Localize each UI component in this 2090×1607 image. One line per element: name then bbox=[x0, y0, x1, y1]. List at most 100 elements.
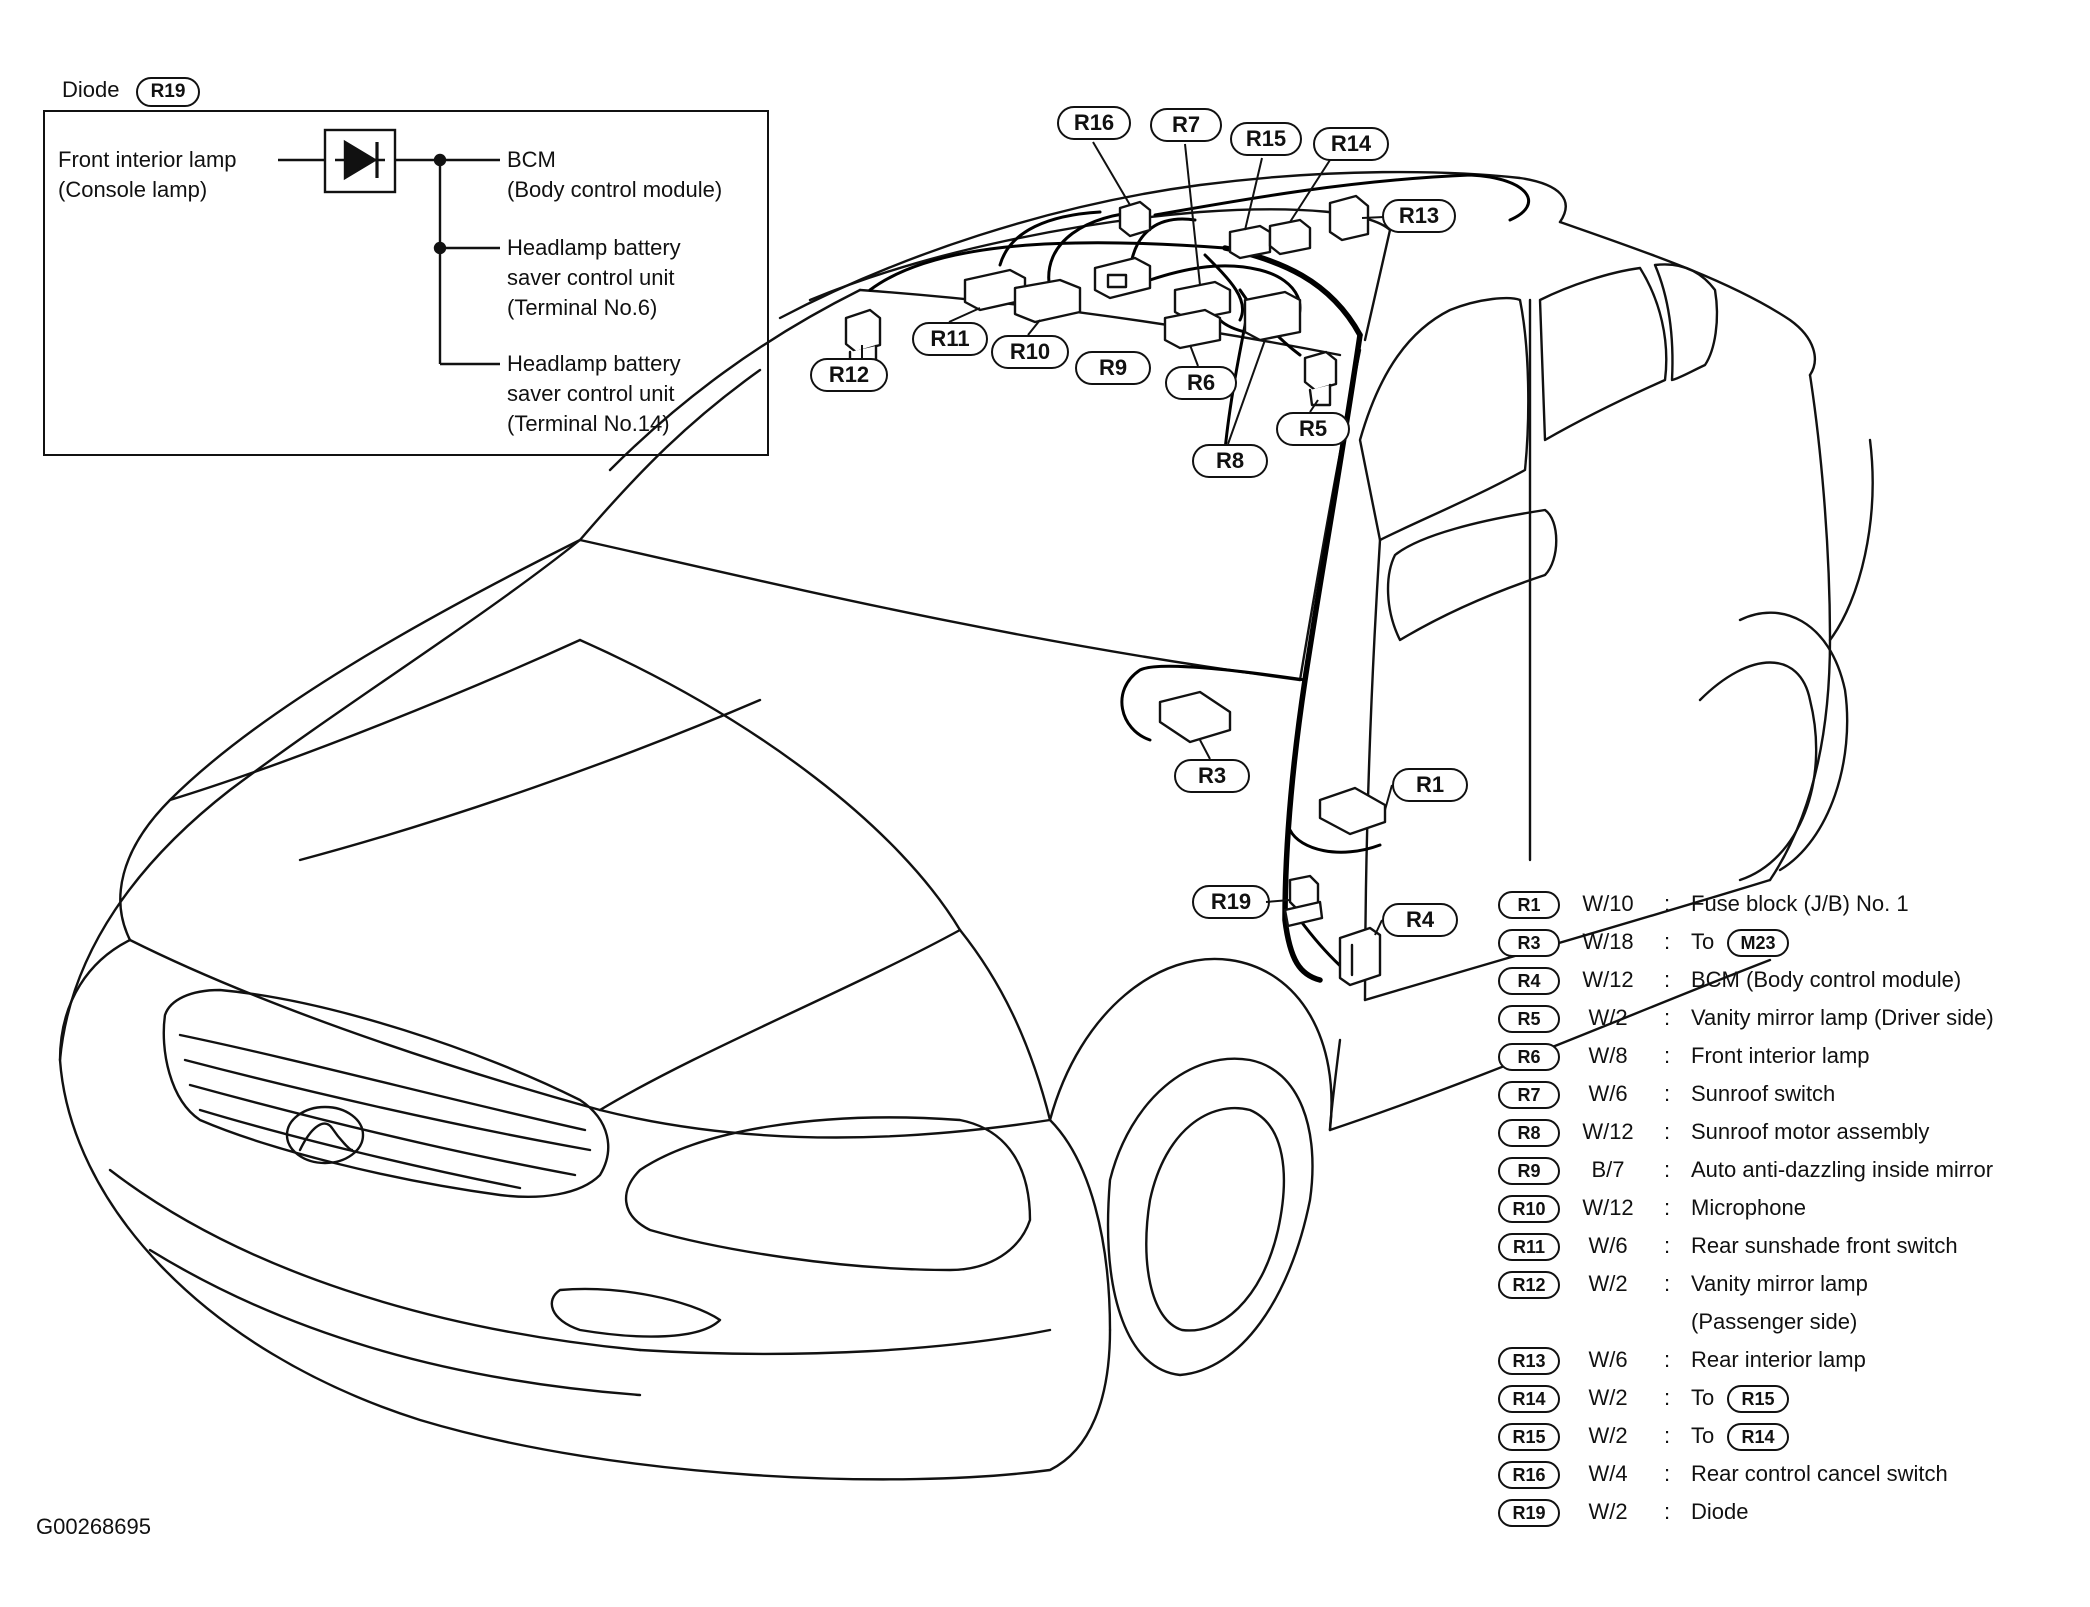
legend-desc: Rear interior lamp bbox=[1691, 1347, 1866, 1372]
callout-r19: R19 bbox=[1192, 885, 1270, 919]
figure-id: G00268695 bbox=[36, 1514, 151, 1539]
callout-r3: R3 bbox=[1174, 759, 1250, 793]
legend-id: R7 bbox=[1498, 1081, 1560, 1109]
legend-id: R3 bbox=[1498, 929, 1560, 957]
legend-wire: W/4 bbox=[1588, 1461, 1628, 1486]
diode-hb14-label-3: (Terminal No.14) bbox=[507, 411, 670, 436]
callout-r8: R8 bbox=[1192, 444, 1268, 478]
legend-to-connector: R15 bbox=[1727, 1385, 1789, 1413]
legend-colon: : bbox=[1664, 1385, 1671, 1410]
callout-r11: R11 bbox=[912, 322, 988, 356]
legend-desc: Front interior lamp bbox=[1691, 1043, 1870, 1068]
legend-id: R19 bbox=[1498, 1499, 1560, 1527]
legend-desc: Vanity mirror lamp bbox=[1691, 1271, 1868, 1296]
legend-wire: W/2 bbox=[1588, 1499, 1628, 1524]
diode-hb14-label-1: Headlamp battery bbox=[507, 351, 681, 376]
callout-r4: R4 bbox=[1382, 903, 1458, 937]
legend-colon: : bbox=[1664, 1499, 1671, 1524]
legend-id: R4 bbox=[1498, 967, 1560, 995]
legend-id: R12 bbox=[1498, 1271, 1560, 1299]
callout-r16: R16 bbox=[1057, 106, 1131, 140]
legend-row-r13: R13 W/6 : Rear interior lamp bbox=[1498, 1343, 2078, 1381]
legend-row-r11: R11 W/6 : Rear sunshade front switch bbox=[1498, 1229, 2078, 1267]
diode-symbol-icon bbox=[343, 139, 378, 181]
legend-desc: Auto anti-dazzling inside mirror bbox=[1691, 1157, 1994, 1182]
legend-wire: W/12 bbox=[1582, 1195, 1634, 1220]
legend-colon: : bbox=[1664, 1119, 1671, 1144]
legend-colon: : bbox=[1664, 1157, 1671, 1182]
legend-to: To bbox=[1691, 1423, 1715, 1448]
front-wheel-arch bbox=[1048, 957, 1333, 1132]
legend-row-r12: R12 W/2 : Vanity mirror lamp (Passenger … bbox=[1498, 1267, 2078, 1343]
grille bbox=[162, 988, 610, 1198]
legend-desc: BCM (Body control module) bbox=[1691, 967, 1962, 992]
callout-r15: R15 bbox=[1230, 122, 1302, 156]
legend-row-r8: R8 W/12 : Sunroof motor assembly bbox=[1498, 1115, 2078, 1153]
legend-colon: : bbox=[1664, 1005, 1671, 1030]
side-mirror bbox=[1386, 508, 1558, 642]
diode-hb6-label-1: Headlamp battery bbox=[507, 235, 681, 260]
legend-colon: : bbox=[1664, 1271, 1671, 1296]
roof-outline bbox=[778, 170, 1567, 320]
emblem bbox=[285, 1105, 365, 1165]
legend-wire: W/10 bbox=[1582, 891, 1634, 916]
legend-row-r15: R15 W/2 : To R14 bbox=[1498, 1419, 2078, 1457]
legend-colon: : bbox=[1664, 1423, 1671, 1448]
legend-wire: W/6 bbox=[1588, 1081, 1628, 1106]
legend-id: R6 bbox=[1498, 1043, 1560, 1071]
callout-r10: R10 bbox=[991, 335, 1069, 369]
callout-r12: R12 bbox=[810, 358, 888, 392]
legend-desc: Vanity mirror lamp (Driver side) bbox=[1691, 1005, 1994, 1030]
legend-colon: : bbox=[1664, 929, 1671, 954]
legend-id: R14 bbox=[1498, 1385, 1560, 1413]
legend-wire: W/12 bbox=[1582, 967, 1634, 992]
legend-id: R8 bbox=[1498, 1119, 1560, 1147]
diode-hb14-label-2: saver control unit bbox=[507, 381, 675, 406]
legend-row-r14: R14 W/2 : To R15 bbox=[1498, 1381, 2078, 1419]
legend-id: R13 bbox=[1498, 1347, 1560, 1375]
callout-r14: R14 bbox=[1313, 127, 1389, 161]
connectors bbox=[844, 194, 1387, 987]
legend-row-r7: R7 W/6 : Sunroof switch bbox=[1498, 1077, 2078, 1115]
legend-row-r16: R16 W/4 : Rear control cancel switch bbox=[1498, 1457, 2078, 1495]
legend-desc: Rear sunshade front switch bbox=[1691, 1233, 1958, 1258]
diode-bcm-label-2: (Body control module) bbox=[507, 177, 723, 202]
side-window-front bbox=[1358, 296, 1530, 542]
callout-r13: R13 bbox=[1382, 199, 1456, 233]
legend-id: R11 bbox=[1498, 1233, 1560, 1261]
callout-r7: R7 bbox=[1150, 108, 1222, 142]
legend-wire: W/2 bbox=[1588, 1271, 1628, 1296]
diode-lamp-label-2: (Console lamp) bbox=[58, 177, 208, 202]
callout-r1: R1 bbox=[1392, 768, 1468, 802]
callout-r5: R5 bbox=[1276, 412, 1350, 446]
diode-lamp-label-1: Front interior lamp bbox=[58, 147, 237, 172]
legend-colon: : bbox=[1664, 1233, 1671, 1258]
legend-colon: : bbox=[1664, 1347, 1671, 1372]
legend-colon: : bbox=[1664, 967, 1671, 992]
legend-id: R1 bbox=[1498, 891, 1560, 919]
legend-desc: Diode bbox=[1691, 1499, 1749, 1524]
legend-row-r1: R1 W/10 : Fuse block (J/B) No. 1 bbox=[1498, 887, 2078, 925]
front-wheel bbox=[1106, 1057, 1314, 1377]
side-window-rear bbox=[1538, 266, 1668, 442]
legend-wire: W/18 bbox=[1582, 929, 1634, 954]
legend-row-r3: R3 W/18 : To M23 bbox=[1498, 925, 2078, 963]
legend-desc: Microphone bbox=[1691, 1195, 1806, 1220]
legend-row-r10: R10 W/12 : Microphone bbox=[1498, 1191, 2078, 1229]
legend-id: R16 bbox=[1498, 1461, 1560, 1489]
callout-r6: R6 bbox=[1165, 366, 1237, 400]
legend-to-connector: R14 bbox=[1727, 1423, 1789, 1451]
legend-wire: W/2 bbox=[1588, 1423, 1628, 1448]
diode-hb6-label-3: (Terminal No.6) bbox=[507, 295, 658, 320]
legend-wire: B/7 bbox=[1591, 1157, 1625, 1182]
legend-to-connector: M23 bbox=[1727, 929, 1789, 957]
legend-colon: : bbox=[1664, 1461, 1671, 1486]
diode-panel-connector-r19: R19 bbox=[136, 77, 200, 107]
legend-desc-line2: (Passenger side) bbox=[1691, 1309, 1858, 1334]
windshield-outline bbox=[608, 288, 862, 472]
legend-id: R9 bbox=[1498, 1157, 1560, 1185]
